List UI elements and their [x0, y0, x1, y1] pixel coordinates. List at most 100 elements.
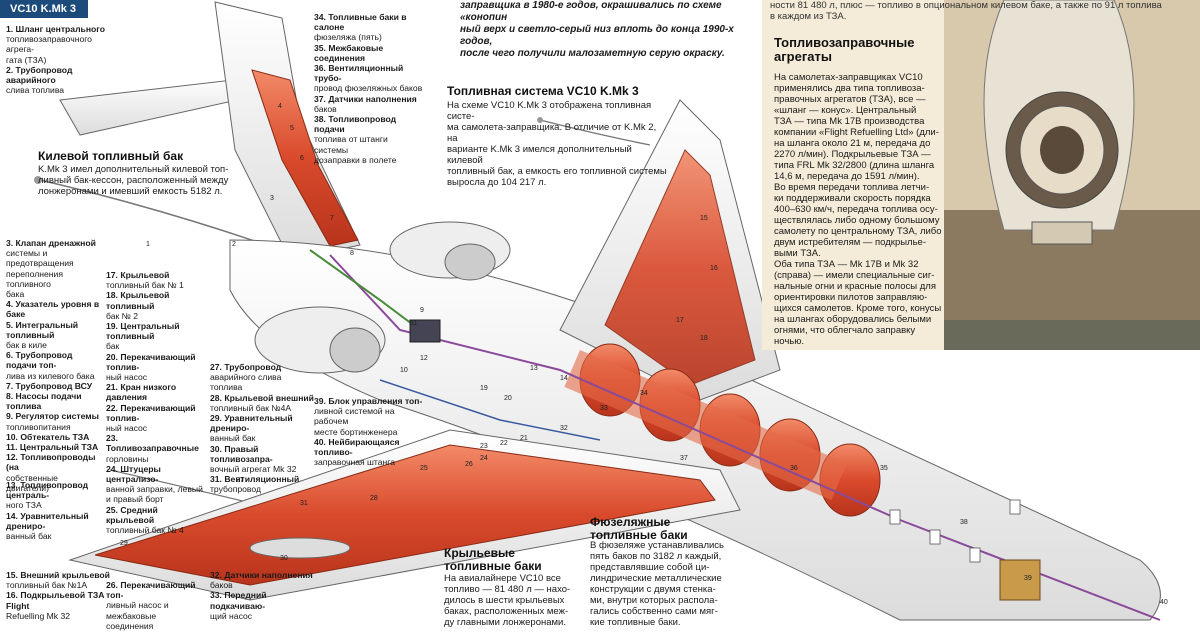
- text-line: 28. Крыльевой внешний: [210, 392, 314, 403]
- text-line: ного ТЗА: [6, 500, 42, 511]
- text-line: пять баков по 3182 л каждый,: [590, 551, 722, 562]
- text-line: на шлангах оборудовались белыми: [774, 314, 932, 325]
- svg-text:34: 34: [640, 390, 648, 397]
- text-line: 37. Датчики наполнения: [314, 93, 417, 104]
- text-line: 11. Центральный ТЗА: [6, 442, 99, 453]
- text-line: ливной системой на рабочем: [314, 406, 395, 427]
- top-caption-line: ный верх и светло-серый низ вплоть до ко…: [460, 24, 734, 47]
- text-line: Во время передачи топлива летчи-: [774, 182, 930, 193]
- text-line: дилось в шести крыльевых: [444, 595, 565, 606]
- text-line: и правый борт: [106, 494, 164, 505]
- text-line: лива из килевого бака: [6, 370, 95, 381]
- text-line: 400–630 км/ч, передача топлива осу-: [774, 204, 938, 215]
- text-line: ду главными лонжеронами.: [444, 617, 567, 628]
- svg-text:2: 2: [232, 241, 236, 248]
- left-wing-tanks: [94, 444, 716, 586]
- text-line: На авиалайнере VC10 все: [444, 573, 561, 584]
- text-line: горловины: [106, 453, 149, 464]
- text-line: 27. Трубопровод: [210, 362, 282, 372]
- text-line: 17. Крыльевой: [106, 270, 170, 280]
- svg-text:19: 19: [480, 385, 488, 392]
- text-line: применялись два типа топливоза-: [774, 83, 925, 94]
- fuselage-tanks-title-line: топливные баки: [590, 528, 688, 542]
- text-line: 40. Нейбирающаяся топливо-: [314, 436, 400, 458]
- text-line: бак: [106, 341, 120, 352]
- text-line: баках, расположенных меж-: [444, 606, 569, 617]
- text-line: баков: [314, 103, 337, 114]
- text-line: 10. Обтекатель ТЗА: [6, 431, 90, 442]
- svg-text:10: 10: [400, 367, 408, 374]
- text-line: на шланга около 21 м, передача до: [774, 138, 931, 149]
- text-line: 35. Межбаковые соединения: [314, 42, 384, 63]
- text-line: 38. Топливопровод подачи: [314, 114, 397, 135]
- text-line: 2270 л/мин). Подкрыльевые ТЗА —: [774, 149, 931, 160]
- fuselage-tanks-title: Фюзеляжные топливные баки: [590, 516, 688, 542]
- text-line: представлявшие собой ци-: [590, 562, 710, 573]
- text-line: (справа) — имели специальные сиг-: [774, 270, 935, 281]
- svg-text:5: 5: [290, 125, 294, 132]
- text-line: топливный бак, а емкость его топливной с…: [447, 166, 667, 177]
- text-line: баков: [210, 580, 233, 591]
- text-line: правочных агрегатов (ТЗА), все —: [774, 94, 926, 105]
- text-line: 25. Средний крыльевой: [106, 504, 158, 525]
- refuelling-pod-photo: [944, 0, 1200, 350]
- svg-text:23: 23: [480, 443, 488, 450]
- text-line: 2. Трубопровод аварийного: [6, 64, 73, 86]
- right-wing-hose: [539, 119, 651, 146]
- top-right-line: ности 81 480 л, плюс — топливо в опциона…: [770, 0, 1162, 11]
- svg-text:36: 36: [790, 465, 798, 472]
- svg-text:1: 1: [146, 241, 150, 248]
- text-line: На схеме VC10 K.Mk 3 отображена топливна…: [447, 100, 652, 122]
- svg-text:17: 17: [676, 317, 684, 324]
- text-line: конструкции с двумя стенка-: [590, 584, 716, 595]
- text-line: 3. Клапан дренажной: [6, 238, 96, 248]
- text-line: аварийного слива топлива: [210, 372, 282, 393]
- text-line: 4. Указатель уровня в баке: [6, 299, 100, 320]
- text-line: ночью.: [774, 336, 804, 347]
- text-line: ми, внутри которых распола-: [590, 595, 718, 606]
- text-line: провод фюзеляжных баков: [314, 83, 423, 94]
- svg-text:32: 32: [560, 425, 568, 432]
- text-line: щихся самолетов. Кроме того, конусы: [774, 303, 942, 314]
- text-line: нальные огни и красные полосы для: [774, 281, 936, 292]
- text-line: варианте K.Mk 3 имелся дополнительный ки…: [447, 144, 632, 166]
- text-line: переполнения топливного: [6, 268, 63, 289]
- svg-text:24: 24: [480, 455, 488, 462]
- underwing-pod: [249, 537, 351, 559]
- svg-text:4: 4: [278, 103, 282, 110]
- wing-tanks-title-line: топливные баки: [444, 559, 542, 573]
- text-line: ки поддерживали скорость порядка: [774, 193, 931, 204]
- svg-text:29: 29: [120, 540, 128, 547]
- sidebar-title: Топливозаправочные агрегаты: [774, 36, 914, 64]
- svg-text:12: 12: [420, 355, 428, 362]
- fuel-system-title: Топливная система VC10 K.Mk 3: [447, 84, 639, 98]
- svg-text:35: 35: [880, 465, 888, 472]
- text-line: 14. Уравнительный дрениро-: [6, 510, 89, 531]
- text-line: бак № 2: [106, 310, 139, 321]
- text-line: бак в киле: [6, 340, 47, 351]
- text-line: В фюзеляже устанавливались: [590, 540, 725, 551]
- text-line: 23. Топливозаправочные: [106, 433, 199, 454]
- text-line: «шланг — конус». Центральный: [774, 105, 917, 116]
- text-line: На самолетах-заправщиках VC10: [774, 72, 923, 83]
- svg-text:26: 26: [465, 461, 473, 468]
- svg-text:28: 28: [370, 495, 378, 502]
- text-line: 15. Внешний крыльевой: [6, 570, 110, 580]
- text-line: 21. Кран низкого давления: [106, 382, 177, 403]
- text-line: ма самолета-заправщика. В отличие от K.M…: [447, 122, 657, 144]
- svg-text:39: 39: [1024, 575, 1032, 582]
- text-line: выми ТЗА.: [774, 248, 821, 259]
- svg-text:40: 40: [1160, 599, 1168, 606]
- text-line: ществлялась либо одному большому: [774, 215, 940, 226]
- text-line: 8. Насосы подачи топлива: [6, 391, 82, 412]
- flight-engineer-panel: [999, 559, 1041, 601]
- text-line: 6. Трубопровод подачи топ-: [6, 350, 73, 371]
- fuel-system-text: На схеме VC10 K.Mk 3 отображена топливна…: [447, 100, 667, 188]
- text-line: типа FRL Mk 32/2800 (длина шланга: [774, 160, 935, 171]
